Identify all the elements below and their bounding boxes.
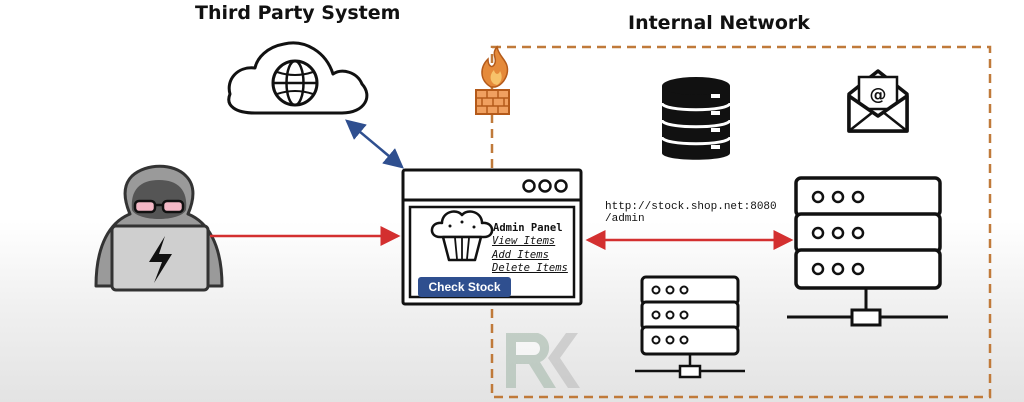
server-rack-small-icon xyxy=(635,275,745,379)
admin-panel-title: Admin Panel xyxy=(493,222,563,234)
view-items-link[interactable]: View Items xyxy=(492,235,556,247)
cloud-app-arrow xyxy=(345,119,404,169)
firewall-icon xyxy=(475,45,510,115)
internal-network-label: Internal Network xyxy=(628,12,810,34)
hacker-icon xyxy=(94,164,224,292)
add-items-link[interactable]: Add Items xyxy=(492,249,549,261)
third-party-system-label: Third Party System xyxy=(195,2,401,24)
svg-text:@: @ xyxy=(870,85,887,105)
browser-window-icon xyxy=(401,168,583,306)
email-icon: @ xyxy=(847,69,909,133)
request-url-line2: /admin xyxy=(605,213,645,225)
delete-items-link[interactable]: Delete Items xyxy=(492,262,568,274)
server-rack-icon xyxy=(787,176,948,327)
muffin-icon xyxy=(430,210,494,262)
cloud-globe-icon xyxy=(227,41,369,115)
database-icon xyxy=(660,77,732,160)
check-stock-button[interactable]: Check Stock xyxy=(418,277,511,297)
watermark-logo xyxy=(506,333,580,388)
request-url-line1: http://stock.shop.net:8080 xyxy=(605,201,777,213)
request-url: http://stock.shop.net:8080 /admin xyxy=(605,201,777,225)
